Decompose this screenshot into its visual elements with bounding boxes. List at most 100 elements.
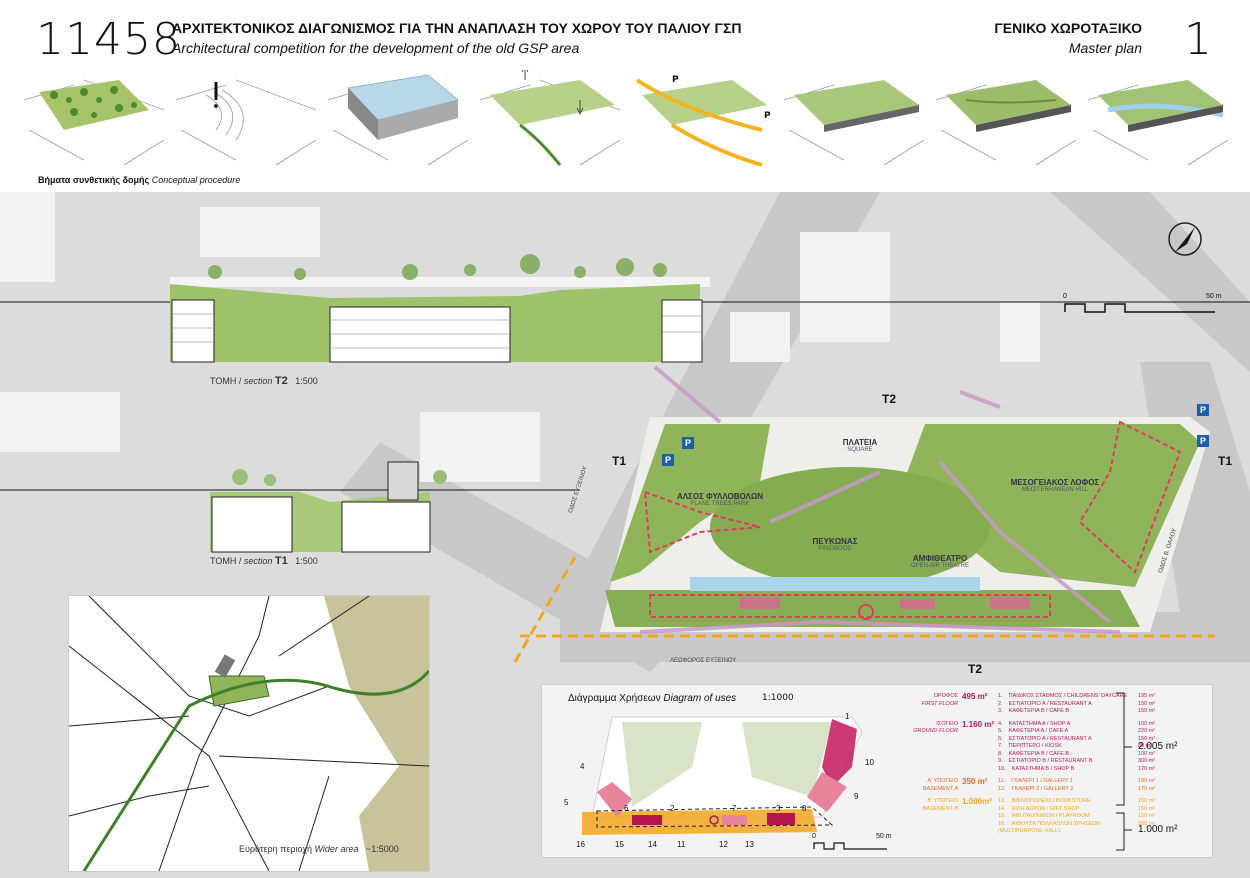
legend-item: 14.ΕΙΔΗ ΔΩΡΩΝ / GIFT SHOP — [998, 806, 1138, 814]
site-plan — [513, 365, 1215, 663]
uses-title-english: Diagram of uses — [663, 693, 737, 704]
legend-item-area: 180 m² — [1138, 778, 1156, 784]
uses-marker-11: 11 — [677, 840, 686, 849]
zone-pinewood-greek: ΠΕΥΚΩΝΑΣ — [812, 537, 858, 546]
legend-item-number: 5. — [998, 728, 1003, 734]
section-t1-drawing — [210, 461, 447, 553]
legend-item-area: 195 m² — [1138, 693, 1156, 699]
concept-step-2 — [175, 79, 317, 166]
total-basement: 1.000 m² — [1138, 824, 1178, 835]
uses-marker-8: 8 — [802, 804, 807, 813]
parking-icon: P — [682, 437, 694, 449]
parking-icon: P — [1197, 404, 1209, 416]
legend-item-area: 150 m² — [1138, 805, 1156, 812]
concept-steps-strip: P P — [24, 70, 1229, 167]
legend-item: 15.ΑΙΘ.ΠΑΙΧΝΙΔΙΩΝ / PLAYROOM — [998, 813, 1138, 821]
legend-item-number: 7. — [998, 743, 1003, 749]
legend-level-english: FIRST FLOOR — [921, 700, 958, 707]
legend-level-greek: Β' ΥΠΟΓΕΙΟ — [927, 798, 958, 804]
marker-t2-south: T2 — [968, 662, 983, 676]
legend-item: 9.ΕΣΤΙΑΤΟΡΙΟ Β / RESTAURANT B — [998, 758, 1138, 766]
zone-square-greek: ΠΛΑΤΕΙΑ — [842, 438, 878, 447]
legend-item-label: ΠΑΙΔΙΚΟΣ ΣΤΑΘΜΟΣ / CHILDRENS' DAYCARE — [1008, 693, 1128, 699]
diagram-of-uses: Διάγραμμα Χρήσεων Diagram of uses 1:1000… — [541, 684, 1213, 858]
legend-item: 10.ΚΑΤΑΣΤΗΜΑ Β / SHOP B — [998, 766, 1138, 774]
zone-square-english: SQUARE — [847, 447, 873, 453]
wider-area-label-english: Wider area — [314, 844, 359, 854]
section-t2-caption: ΤΟΜΗ / section T2 1:500 — [210, 375, 318, 387]
legend-item-area: 100 m² — [1138, 720, 1156, 727]
legend-item-label: ΚΑΤΑΣΤΗΜΑ Β / SHOP B — [1011, 765, 1075, 772]
concept-step-4 — [479, 70, 621, 166]
uses-marker-10: 10 — [865, 758, 874, 767]
legend-item: 6.ΕΣΤΙΑΤΟΡΙΟ Α / RESTAURANT A — [998, 736, 1138, 744]
legend-item-number: 3. — [998, 708, 1003, 714]
legend-item: 16.ΑΙΘΟΥΣΑ ΠΟΛΛΑΠΛΩΝ ΧΡΗΣΕΩΝ (MULTIPURPO… — [998, 821, 1138, 836]
legend-item-area: 150 m² — [1138, 700, 1156, 707]
legend-item-label: ΓΚΑΛΕΡΙ 2 / GALLERY 2 — [1011, 785, 1074, 792]
wider-area-scale: ~1:5000 — [365, 844, 399, 854]
legend-item-area: 150 m² — [1138, 735, 1156, 742]
legend-level-area: 495 m² — [962, 692, 988, 701]
uses-marker-2: 2 — [670, 804, 675, 813]
uses-title: Διάγραμμα Χρήσεων Diagram of uses — [568, 693, 736, 704]
north-arrow-icon — [1168, 222, 1202, 256]
legend-item: 2.ΕΣΤΙΑΤΟΡΙΟ Α / RESTAURANT A — [998, 701, 1138, 709]
legend-item: 11.ΓΚΑΛΕΡΙ 1 / GALLERY 1 — [998, 778, 1138, 786]
legend-item-area: 150 m² — [1138, 708, 1156, 714]
marker-t1-west: T1 — [612, 454, 627, 468]
section-t2-label-english: section — [243, 376, 273, 386]
wider-area-caption: Ευρύτερη περιοχή Wider area ~1:5000 — [239, 844, 399, 854]
section-t2-drawing — [170, 254, 710, 363]
legend-level-english: BASEMENT A — [922, 785, 958, 792]
uses-marker-9: 9 — [854, 792, 859, 801]
legend-item-number: 13. — [998, 798, 1006, 804]
zone-theatre-greek: ΑΜΦΙΘΕΑΤΡΟ — [912, 554, 968, 563]
legend-item: 3. ΚΑΦΕΤΕΡΙΑ Β / CAFE B — [998, 708, 1138, 716]
legend-item-label: ΠΕΡΙΠΤΕΡΟ / KIOSK — [1008, 743, 1062, 749]
section-t1-label-english: section — [243, 556, 273, 566]
concept-step-7 — [935, 80, 1077, 166]
legend-item-area: 170 m² — [1138, 785, 1156, 792]
legend-item-number: 15. — [998, 813, 1006, 819]
step5-parking-a: P — [672, 75, 679, 85]
uses-marker-5: 5 — [564, 798, 569, 807]
legend-item-number: 16. — [998, 820, 1006, 827]
legend-item-number: 11. — [998, 778, 1006, 784]
legend-item-label: ΕΙΔΗ ΔΩΡΩΝ / GIFT SHOP — [1011, 805, 1080, 812]
sheet-title-english: Master plan — [1068, 40, 1142, 56]
concept-step-8 — [1087, 80, 1229, 166]
legend-item-label: ΑΙΘΟΥΣΑ ΠΟΛΛΑΠΛΩΝ ΧΡΗΣΕΩΝ (MULTIPURPOSE … — [998, 820, 1101, 835]
concept-step-1 — [24, 79, 165, 166]
total-above-ground: 2.005 m² — [1138, 741, 1178, 752]
concept-step-6 — [783, 80, 925, 166]
marker-t1-east: T1 — [1218, 454, 1233, 468]
plan-scale-bar — [1064, 303, 1215, 313]
legend-item-number: 4. — [998, 720, 1003, 727]
zone-hill-english: MEDITERRANEAN HILL — [1021, 487, 1089, 493]
plan-scale-end: 50 m — [1206, 293, 1222, 300]
legend-level-greek: ΟΡΟΦΟΣ — [933, 693, 958, 699]
project-title-greek: ΑΡΧΙΤΕΚΤΟΝΙΚΟΣ ΔΙΑΓΩΝΙΣΜΟΣ ΓΙΑ ΤΗΝ ΑΝΑΠΛ… — [172, 20, 742, 36]
uses-marker-12: 12 — [719, 840, 728, 849]
zone-plane-trees-greek: ΑΛΣΟΣ ΦΥΛΛΟΒΟΛΩΝ — [676, 492, 764, 501]
section-t2-label-greek: ΤΟΜΗ / — [210, 376, 242, 386]
zone-theatre-english: OPEN-AIR THEATRE — [910, 563, 970, 569]
section-t2-mark: T2 — [274, 375, 288, 387]
legend-item: 1.ΠΑΙΔΙΚΟΣ ΣΤΑΘΜΟΣ / CHILDRENS' DAYCARE — [998, 693, 1138, 701]
legend-item-label: ΚΑΦΕΤΕΡΙΑ Β / CAFE B — [1008, 708, 1070, 714]
